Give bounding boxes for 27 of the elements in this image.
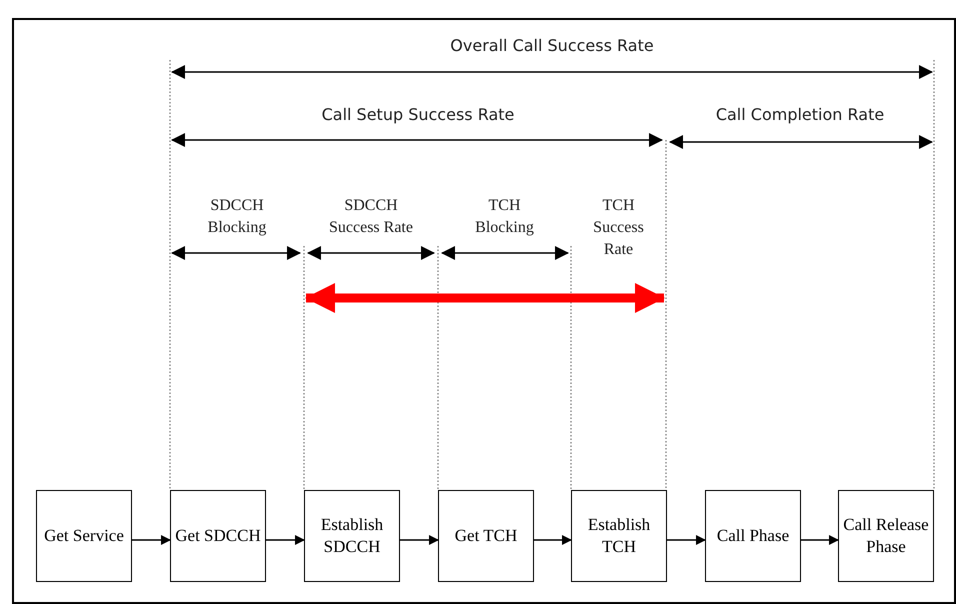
process-box — [170, 490, 266, 582]
process-box — [304, 490, 400, 582]
process-box — [571, 490, 667, 582]
box-text: Establish TCH — [586, 514, 652, 558]
box-text: Call Phase — [716, 525, 790, 547]
box-text: Call Release Phase — [842, 514, 930, 558]
box-text: Get SDCCH — [175, 525, 261, 547]
process-box — [438, 490, 534, 582]
rate-label: SDCCH Blocking — [206, 196, 268, 238]
rate-label: Overall Call Success Rate — [449, 36, 655, 55]
arrow — [132, 535, 171, 545]
rate-label: Call Completion Rate — [714, 105, 886, 124]
process-box — [705, 490, 801, 582]
process-box — [36, 490, 132, 582]
arrow — [801, 535, 839, 545]
arrow — [534, 535, 572, 545]
arrow — [667, 535, 706, 545]
process-box — [838, 490, 934, 582]
box-text: Get Service — [44, 525, 124, 547]
rate-label: SDCCH Success Rate — [328, 196, 414, 238]
rate-label: TCH Blocking — [474, 196, 535, 238]
arrow — [400, 535, 439, 545]
box-text: Get TCH — [454, 525, 518, 547]
rate-label: TCH Success Rate — [592, 196, 645, 260]
box-text: Establish SDCCH — [320, 514, 384, 558]
arrow — [266, 535, 305, 545]
rate-label: Call Setup Success Rate — [320, 105, 516, 124]
